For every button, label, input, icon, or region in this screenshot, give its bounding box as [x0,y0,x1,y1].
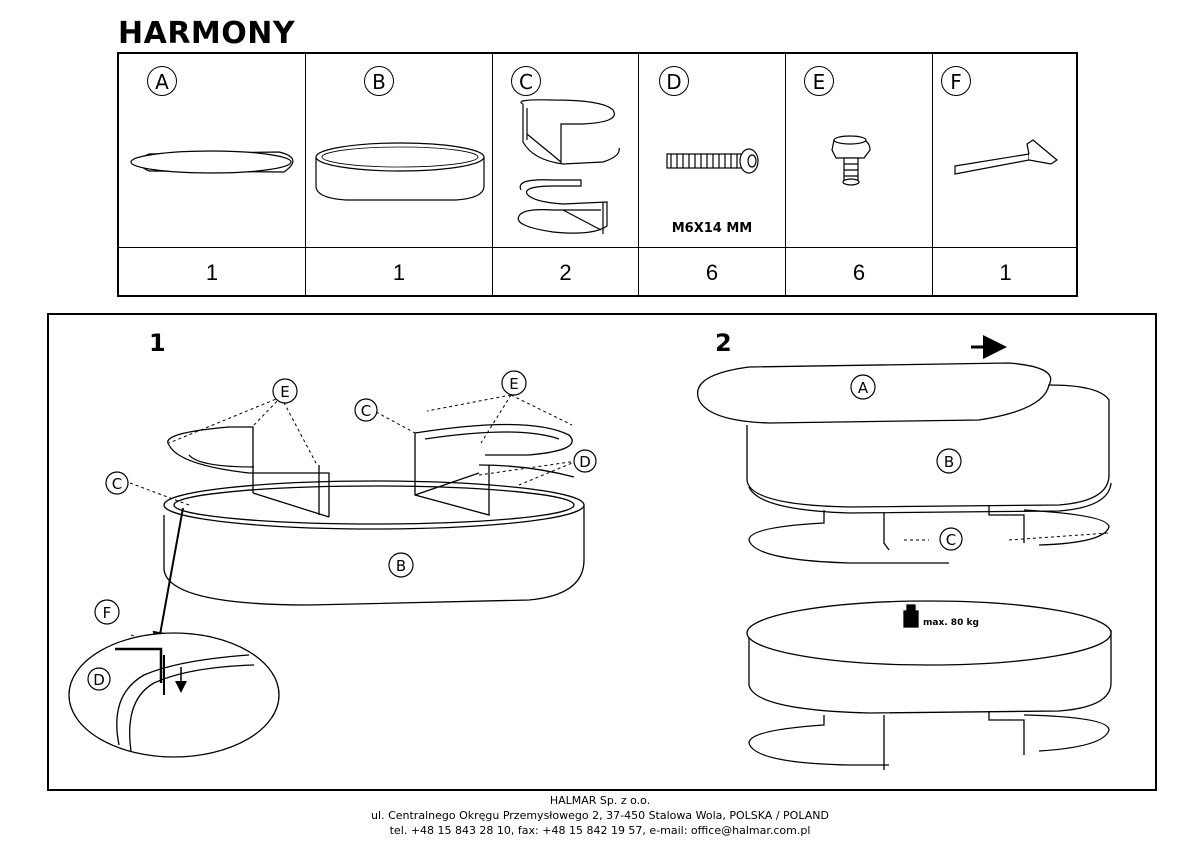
leveling-foot-icon [831,135,871,186]
weight-icon [903,610,919,628]
part-qty: 6 [786,247,932,298]
base-body-shape [163,505,585,606]
part-qty: 1 [933,247,1078,298]
part-qty: 6 [639,247,785,298]
part-letter: C [511,66,541,96]
callout-label: C [361,402,371,420]
part-cell-d: D M6X14 MM 6 [639,54,786,295]
part-cell-a: A 1 [119,54,306,295]
part-cell-b: B 1 [306,54,493,295]
assembly-panel: 1 2 [47,313,1157,791]
part-qty: 2 [493,247,638,298]
footer-company: HALMAR Sp. z o.o. [549,794,651,807]
callout-label: A [858,379,869,397]
callout-label: C [112,475,122,493]
callout-label: C [946,531,956,549]
callout-label: B [396,557,406,575]
allen-key-icon [954,139,1059,175]
part-cell-f: F 1 [933,54,1078,295]
callout-label: E [280,383,289,401]
step-number: 2 [715,329,732,357]
assembly-diagram: E E C C D B F D A B C max. 80 kg [68,335,1112,770]
part-cell-c: C 2 [493,54,639,295]
part-qty: 1 [119,247,305,298]
footer-address: ul. Centralnego Okręgu Przemysłowego 2, … [371,809,829,822]
footer-contact: tel. +48 15 843 28 10, fax: +48 15 842 1… [389,824,811,837]
parts-table: A 1 B 1 C 2 [117,52,1078,297]
part-letter: F [941,66,971,96]
callout-label: F [103,604,112,622]
part-letter: A [147,66,177,96]
bolt-icon [666,148,759,174]
part-letter: E [804,66,834,96]
oval-table-top-icon [130,150,294,174]
callout-label: D [93,671,105,689]
part-qty: 1 [306,247,492,298]
bolt-spec: M6X14 MM [671,221,753,236]
callout-label: E [509,375,518,393]
metal-leg-frame-icon [517,99,620,234]
part-letter: B [364,66,394,96]
oval-base-body-icon [315,142,485,201]
part-cell-e: E 6 [786,54,933,295]
step-number: 1 [149,329,166,357]
part-letter: D [659,66,689,96]
callout-label: D [579,453,591,471]
max-load-label: max. 80 kg [923,618,979,628]
callout-label: B [944,453,954,471]
product-title: HARMONY [118,16,296,51]
